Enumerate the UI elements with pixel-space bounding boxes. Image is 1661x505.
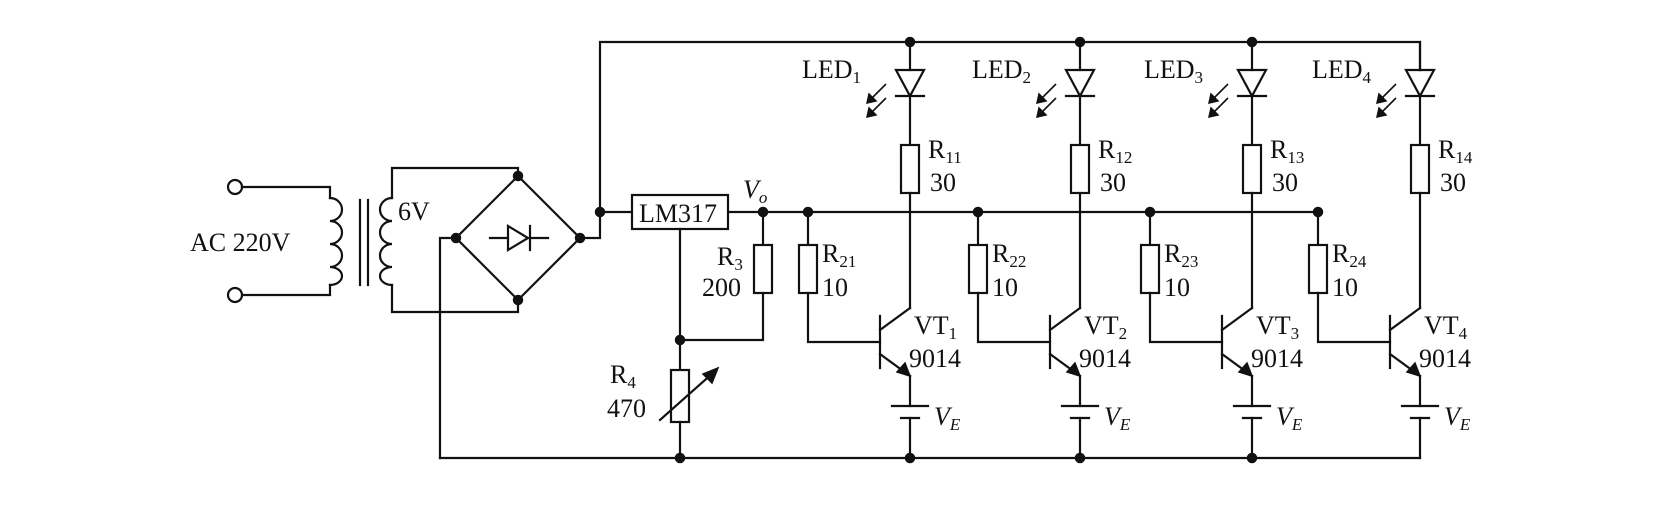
ac-input: AC 220V <box>190 178 332 304</box>
r11-resistor <box>899 143 921 195</box>
r24-resistor <box>1307 243 1329 295</box>
r21-label: R21 <box>822 239 856 271</box>
ve-4-label: VE <box>1444 402 1471 434</box>
r24-value: 10 <box>1332 273 1358 302</box>
ac-source-label: AC 220V <box>190 228 291 257</box>
r3-resistor <box>752 243 774 295</box>
led-1-symbol <box>894 68 926 99</box>
r11-value: 30 <box>930 168 956 197</box>
r14-resistor <box>1409 143 1431 195</box>
secondary-voltage-label: 6V <box>398 197 430 226</box>
transformer: 6V <box>328 166 520 314</box>
ve-3-label: VE <box>1276 402 1303 434</box>
primary-coil <box>328 196 344 287</box>
r4-value: 470 <box>607 394 646 423</box>
vo-label: Vo <box>743 175 767 207</box>
supply-rails <box>438 40 1422 460</box>
lm317-label: LM317 <box>639 199 717 228</box>
adjust-network: R3 200 R4 470 <box>607 206 774 464</box>
lm317-box <box>630 193 730 231</box>
r13-value: 30 <box>1272 168 1298 197</box>
r14-label: R14 <box>1438 135 1473 167</box>
r13-label: R13 <box>1270 135 1304 167</box>
led-1-label: LED1 <box>802 55 861 87</box>
r22-resistor <box>967 243 989 295</box>
secondary-coil <box>378 196 394 287</box>
bridge-diode-symbol <box>506 224 531 252</box>
bridge-rectifier <box>438 170 602 460</box>
vt-1-model: 9014 <box>909 344 961 373</box>
ac-terminal-bottom <box>226 286 244 304</box>
vt-2-model: 9014 <box>1079 344 1131 373</box>
led-2-symbol <box>1064 68 1096 99</box>
r23-value: 10 <box>1164 273 1190 302</box>
lm317-regulator: LM317 Vo <box>630 175 767 342</box>
r4-label: R4 <box>610 360 636 392</box>
r11-label: R11 <box>928 135 962 167</box>
vt-3-model: 9014 <box>1251 344 1303 373</box>
led-3-label: LED3 <box>1144 55 1203 87</box>
r23-label: R23 <box>1164 239 1198 271</box>
ve-2-label: VE <box>1104 402 1131 434</box>
r3-value: 200 <box>702 273 741 302</box>
r12-label: R12 <box>1098 135 1132 167</box>
r21-value: 10 <box>822 273 848 302</box>
ve-1-label: VE <box>934 402 961 434</box>
ac-terminal-top <box>226 178 244 196</box>
r3-label: R3 <box>717 242 743 274</box>
r23-resistor <box>1139 243 1161 295</box>
r21-resistor <box>797 243 819 295</box>
r4-adjust-arrow <box>658 370 716 422</box>
r24-label: R24 <box>1332 239 1367 271</box>
vt-3-label: VT3 <box>1256 311 1299 343</box>
r12-value: 30 <box>1100 168 1126 197</box>
vt-2-label: VT2 <box>1084 311 1127 343</box>
vt-4-model: 9014 <box>1419 344 1471 373</box>
vt-4-label: VT4 <box>1424 311 1468 343</box>
r22-value: 10 <box>992 273 1018 302</box>
r22-label: R22 <box>992 239 1026 271</box>
vt-1-label: VT1 <box>914 311 957 343</box>
r14-value: 30 <box>1440 168 1466 197</box>
r12-resistor <box>1069 143 1091 195</box>
led-2-label: LED2 <box>972 55 1031 87</box>
led-channels: LED1R1130R2110VT19014VELED2R1230R2210VT2… <box>797 36 1473 464</box>
led-4-label: LED4 <box>1312 55 1372 87</box>
led-3-symbol <box>1236 68 1268 99</box>
led-4-symbol <box>1404 68 1436 99</box>
r13-resistor <box>1241 143 1263 195</box>
